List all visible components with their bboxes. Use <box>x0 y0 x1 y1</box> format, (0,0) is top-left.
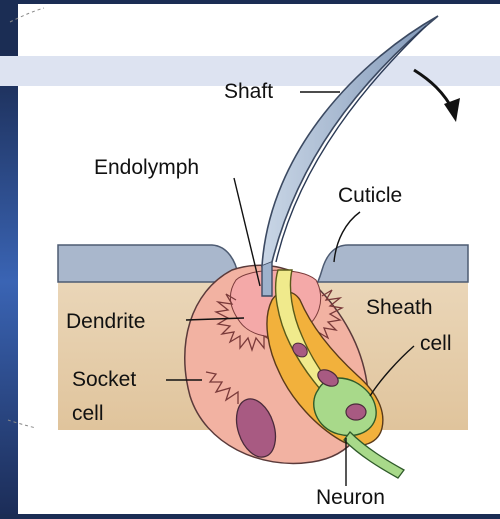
label-socket-line1: Socket <box>72 368 136 392</box>
label-neuron: Neuron <box>316 486 385 510</box>
label-dendrite: Dendrite <box>66 310 145 334</box>
neuron-nucleus <box>346 404 366 420</box>
label-sheath-line2: cell <box>420 332 452 356</box>
label-socket-line2: cell <box>72 402 104 426</box>
left-frame-strip <box>0 50 18 514</box>
label-cuticle: Cuticle <box>338 184 402 208</box>
label-shaft: Shaft <box>224 80 273 104</box>
label-sheath-line1: Sheath <box>366 296 433 320</box>
hair-shaft-base <box>262 262 272 296</box>
label-endolymph: Endolymph <box>94 156 199 180</box>
